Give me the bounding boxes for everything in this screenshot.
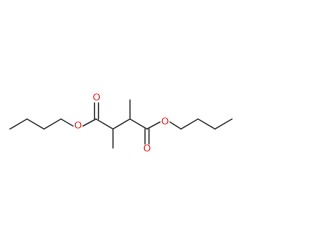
right-ester-group: [144, 121, 161, 145]
bond-c2-c3-right: [197, 118, 216, 130]
bond-c1-c2: [9, 118, 28, 130]
bond-carbonyl-o-right: [146, 121, 161, 130]
bond-carbonyl-cha: [95, 118, 114, 130]
atom-o-ester-right: O: [161, 117, 169, 128]
structure-canvas: O O O O: [9, 93, 233, 155]
left-butyl-chain: [9, 118, 74, 130]
right-butyl-chain: [169, 118, 233, 130]
atom-o-ester-left: O: [74, 121, 82, 132]
bond-o-c1-right: [169, 121, 182, 130]
bond-c1-c2-right: [180, 118, 199, 130]
bond-c4-o: [60, 118, 74, 127]
bond-chb-carbonyl: [129, 118, 148, 130]
succinate-backbone: [95, 99, 148, 149]
bond-cha-chb: [112, 118, 131, 130]
left-ester-group: [82, 102, 100, 127]
bond-o-carbonyl-left: [82, 118, 97, 127]
atom-o-carbonyl-left: O: [93, 93, 101, 104]
atom-o-carbonyl-right: O: [143, 144, 151, 155]
bond-c2-c3: [26, 118, 45, 130]
bond-c3-c4-right: [214, 118, 233, 130]
bond-c3-c4: [43, 118, 62, 130]
oxygen-labels: O O O O: [74, 93, 169, 155]
